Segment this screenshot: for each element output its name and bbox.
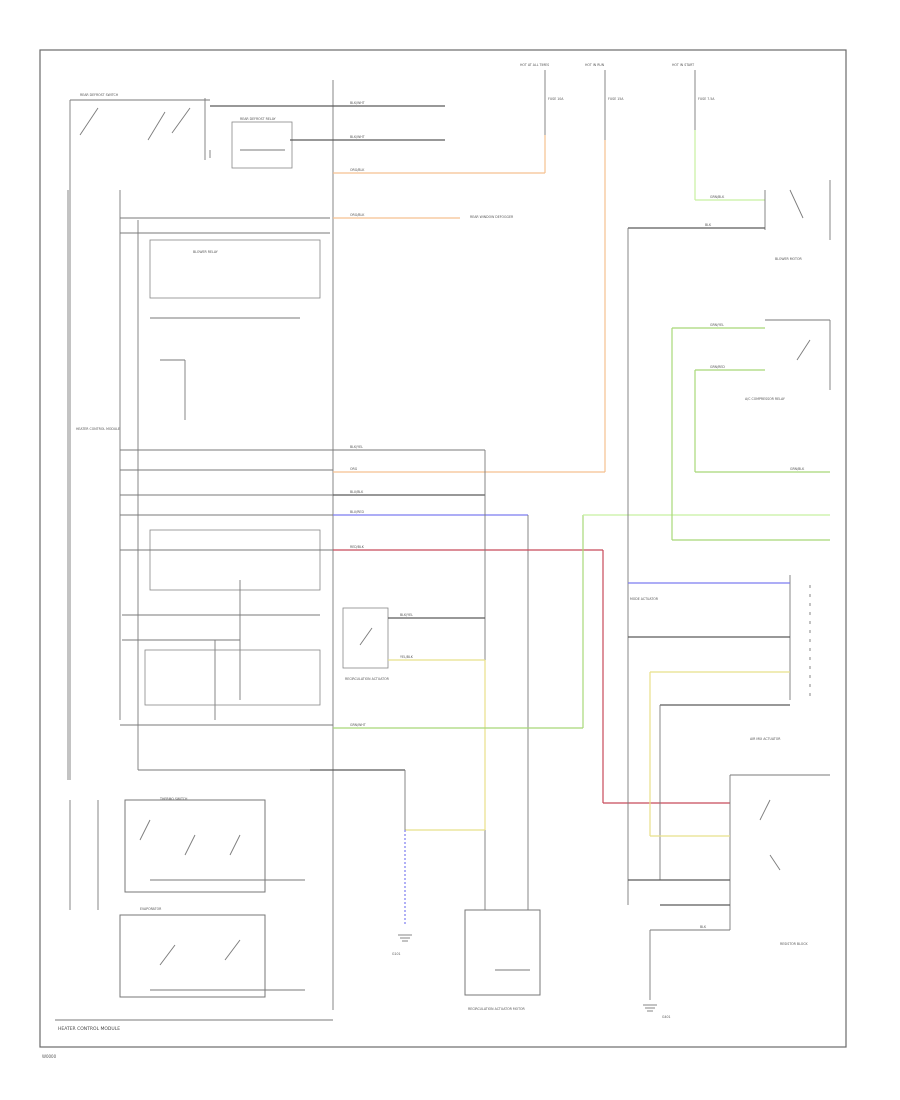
wire-label-blk-4: BLU/BLK [350,490,364,494]
label-air-mix-actuator: AIR MIX ACTUATOR [750,737,781,741]
label-thermo-switch: THERMO SWITCH [159,797,188,801]
recirc-actuator-motor [464,909,541,996]
rear-defrost-relay [231,121,293,169]
label-hot-at-all-times: HOT AT ALL TIMES [520,63,549,67]
diagram-title: HEATER CONTROL MODULE [58,1026,120,1032]
label-heater-control-module: HEATER CONTROL MODULE [76,427,120,431]
wire-label-blk-3: BLK/YEL [350,445,363,449]
ground-1 [310,769,412,942]
rear-defrost-switch [70,98,211,160]
label-fuse-1: FUSE 10A [548,97,564,101]
heater-control-module [55,80,334,1021]
label-rear-defrost-relay: REAR DEFROST RELAY [240,117,276,121]
wire-label-org-3: ORG [350,467,358,471]
module-internals [122,239,321,720]
label-resistor-block: RESISTOR BLOCK [780,942,808,946]
wire-label-grn-5: GRN/BLK [790,467,805,471]
wire-label-blk-1: BLK/WHT [350,101,365,105]
wire-label-grn-1: GRN/WHT [350,723,366,727]
label-blower-relay: BLOWER RELAY [193,250,218,254]
fuse-feeds [544,70,696,140]
wire-label-blk-5: BLK/YEL [400,613,413,617]
label-ac-compressor-relay: A/C COMPRESSOR RELAY [745,397,785,401]
label-rear-defrost-switch: REAR DEFROST SWITCH [80,93,119,97]
corner-code: W0000 [42,1054,57,1059]
wire-label-blk-7: BLK [700,925,707,929]
module-side-wires [120,449,485,726]
label-mode-actuator: MODE ACTUATOR [630,597,659,601]
thermo-switch [764,180,831,240]
label-fuse-2: FUSE 15A [608,97,624,101]
label-hot-in-start: HOT IN START [672,63,694,67]
label-blower-motor: BLOWER MOTOR [775,257,802,261]
wire-label-org-2: ORG/BLK [350,213,365,217]
air-mix-switch-box [119,914,305,998]
wire-label-red-1: RED/BLK [350,545,365,549]
blower-motor [628,575,811,880]
wire-label-grn-3: GRN/YEL [710,323,724,327]
label-recirc-actuator-sw: RECIRCULATION ACTUATOR [345,677,390,681]
recirc-actuator-sw [342,607,485,669]
label-fuse-3: FUSE 7.5A [698,97,715,101]
ac-compressor-relay [765,319,831,390]
label-rear-window-defogger: REAR WINDOW DEFOGGER [470,215,514,219]
label-ground-2: G401 [662,1015,671,1019]
wire-label-blu-1: BLU/RED [350,510,364,514]
mode-switch-box [124,799,305,893]
dash-switch-left [69,800,99,910]
wire-label-grn-4: GRN/RED [710,365,725,369]
wire-label-blk-6: BLK [705,223,712,227]
wire-label-blk-2: BLK/WHT [350,135,365,139]
diagram-frame [39,49,847,1048]
wire-label-org-1: ORG/BLK [350,168,365,172]
label-ground-1: G101 [392,952,401,956]
label-hot-in-run: HOT IN RUN [585,63,605,67]
resistor-block [628,774,830,1000]
label-evaporator: EVAPORATOR [140,907,162,911]
wire-label-grn-2: GRN/BLK [710,195,725,199]
ground-2 [643,1004,657,1012]
black-wire-top [120,105,445,234]
wire-label-yel-1: YEL/BLK [400,655,414,659]
label-recirc-actuator-motor: RECIRCULATION ACTUATOR MOTOR [468,1007,526,1011]
